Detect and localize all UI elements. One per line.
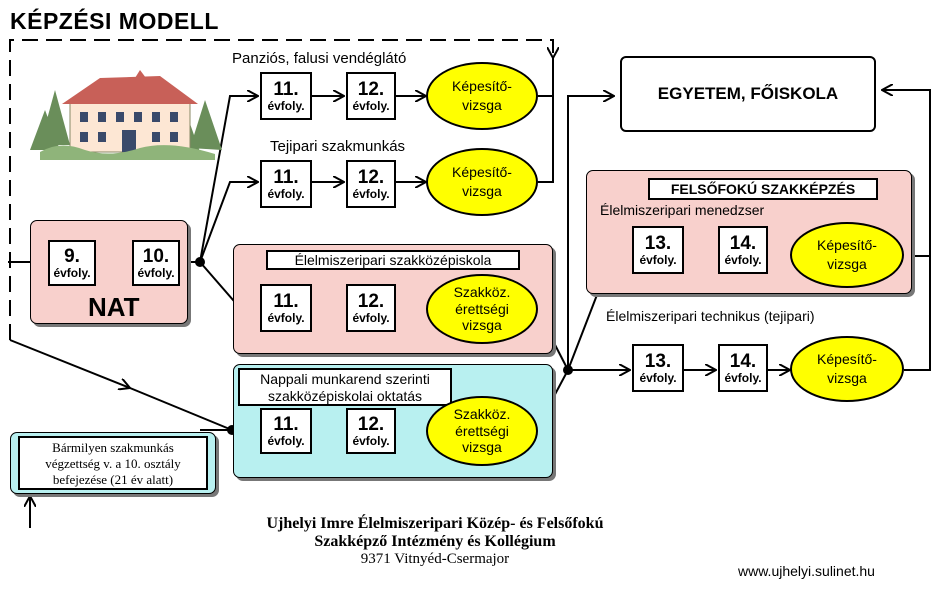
exam-line: Képesítő- <box>452 164 512 181</box>
row1-year-11-box[interactable]: 11.évfoly. <box>260 72 312 120</box>
exam-line: vizsga <box>462 183 502 199</box>
row4-year-12-box[interactable]: 12.évfoly. <box>346 408 396 454</box>
university-box[interactable]: EGYETEM, FŐISKOLA <box>620 56 876 132</box>
higher-year-14-box[interactable]: 14.évfoly. <box>718 226 768 274</box>
year-number: 11. <box>273 166 299 188</box>
exam-line: Szakköz. <box>453 283 511 300</box>
row3-year-11-box[interactable]: 11.évfoly. <box>260 284 312 332</box>
year-sub: évfoly. <box>639 370 677 385</box>
tech-label: Élelmiszeripari technikus (tejipari) <box>606 308 815 324</box>
entry-box[interactable]: Bármilyen szakmunkás végzettség v. a 10.… <box>18 436 208 490</box>
junction-dot-right <box>563 365 573 375</box>
row3-heading: Élelmiszeripari szakközépiskola <box>266 250 520 270</box>
year-sub: évfoly. <box>352 433 390 448</box>
year-sub: évfoly. <box>137 265 175 280</box>
year-number: 10. <box>142 245 170 267</box>
nat-label: NAT <box>88 292 140 322</box>
row4-heading-line1: Nappali munkarend szerinti <box>260 371 430 387</box>
exam-line: Képesítő- <box>817 351 877 368</box>
tech-exam-oval[interactable]: Képesítő-vizsga <box>790 336 904 402</box>
row4-heading: Nappali munkarend szerinti szakközépisko… <box>238 368 452 406</box>
entry-line: befejezése (21 év alatt) <box>52 472 174 487</box>
higher-exam-oval[interactable]: Képesítő-vizsga <box>790 222 904 288</box>
year-sub: évfoly. <box>639 252 677 267</box>
row2-exam-oval[interactable]: Képesítő-vizsga <box>426 148 538 216</box>
year-number: 11. <box>273 413 299 435</box>
nat-year-10-box[interactable]: 10.évfoly. <box>132 240 180 286</box>
year-number: 14. <box>729 232 757 254</box>
exam-line: vizsga <box>827 370 867 386</box>
institution-line2: Szakképző Intézmény és Kollégium <box>314 533 556 550</box>
row4-year-11-box[interactable]: 11.évfoly. <box>260 408 312 454</box>
tech-year-14-box[interactable]: 14.évfoly. <box>718 344 768 392</box>
dashed-return-path <box>9 39 553 340</box>
year-number: 9. <box>64 245 80 267</box>
exam-line: Képesítő- <box>452 78 512 95</box>
year-number: 14. <box>729 350 757 372</box>
institution-block: Ujhelyi Imre Élelmiszeripari Közép- és F… <box>150 515 720 568</box>
website-link[interactable]: www.ujhelyi.sulinet.hu <box>738 563 875 579</box>
entry-line: végzettség v. a 10. osztály <box>45 456 181 471</box>
year-number: 12. <box>357 166 385 188</box>
row1-year-12-box[interactable]: 12.évfoly. <box>346 72 396 120</box>
row1-exam-oval[interactable]: Képesítő-vizsga <box>426 62 538 130</box>
year-sub: évfoly. <box>267 433 305 448</box>
higher-heading: FELSŐFOKÚ SZAKKÉPZÉS <box>648 178 878 200</box>
exam-line: Szakköz. <box>453 405 511 422</box>
row4-heading-line2: szakközépiskolai oktatás <box>267 388 423 404</box>
year-sub: évfoly. <box>724 252 762 267</box>
year-sub: évfoly. <box>352 310 390 325</box>
junction-dot-nat <box>195 257 205 267</box>
higher-year-13-box[interactable]: 13.évfoly. <box>632 226 684 274</box>
exam-line: érettségi <box>455 422 509 439</box>
year-sub: évfoly. <box>267 98 305 113</box>
higher-label: Élelmiszeripari menedzser <box>600 202 765 218</box>
institution-line1: Ujhelyi Imre Élelmiszeripari Közép- és F… <box>266 515 604 532</box>
institution-address: 9371 Vitnyéd-Csermajor <box>360 551 510 567</box>
year-number: 12. <box>357 413 385 435</box>
year-number: 11. <box>273 78 299 100</box>
year-sub: évfoly. <box>352 186 390 201</box>
year-number: 12. <box>357 290 385 312</box>
year-number: 11. <box>273 290 299 312</box>
exam-line: vizsga <box>827 256 867 272</box>
exam-line: vizsga <box>462 439 502 456</box>
year-number: 12. <box>357 78 385 100</box>
exam-line: érettségi <box>455 300 509 317</box>
year-number: 13. <box>644 232 672 254</box>
year-sub: évfoly. <box>267 310 305 325</box>
year-sub: évfoly. <box>352 98 390 113</box>
tech-year-13-box[interactable]: 13.évfoly. <box>632 344 684 392</box>
exam-line: Képesítő- <box>817 237 877 254</box>
row2-year-11-box[interactable]: 11.évfoly. <box>260 160 312 208</box>
year-sub: évfoly. <box>267 186 305 201</box>
row2-year-12-box[interactable]: 12.évfoly. <box>346 160 396 208</box>
year-sub: évfoly. <box>724 370 762 385</box>
row1-label: Panziós, falusi vendéglátó <box>232 50 407 67</box>
year-sub: évfoly. <box>53 265 91 280</box>
page-title: KÉPZÉSI MODELL <box>10 8 219 34</box>
exam-line: vizsga <box>462 97 502 113</box>
row3-year-12-box[interactable]: 12.évfoly. <box>346 284 396 332</box>
row2-label: Tejipari szakmunkás <box>270 138 406 155</box>
entry-line: Bármilyen szakmunkás <box>52 440 174 455</box>
year-number: 13. <box>644 350 672 372</box>
exam-line: vizsga <box>462 317 502 334</box>
nat-year-9-box[interactable]: 9.évfoly. <box>48 240 96 286</box>
